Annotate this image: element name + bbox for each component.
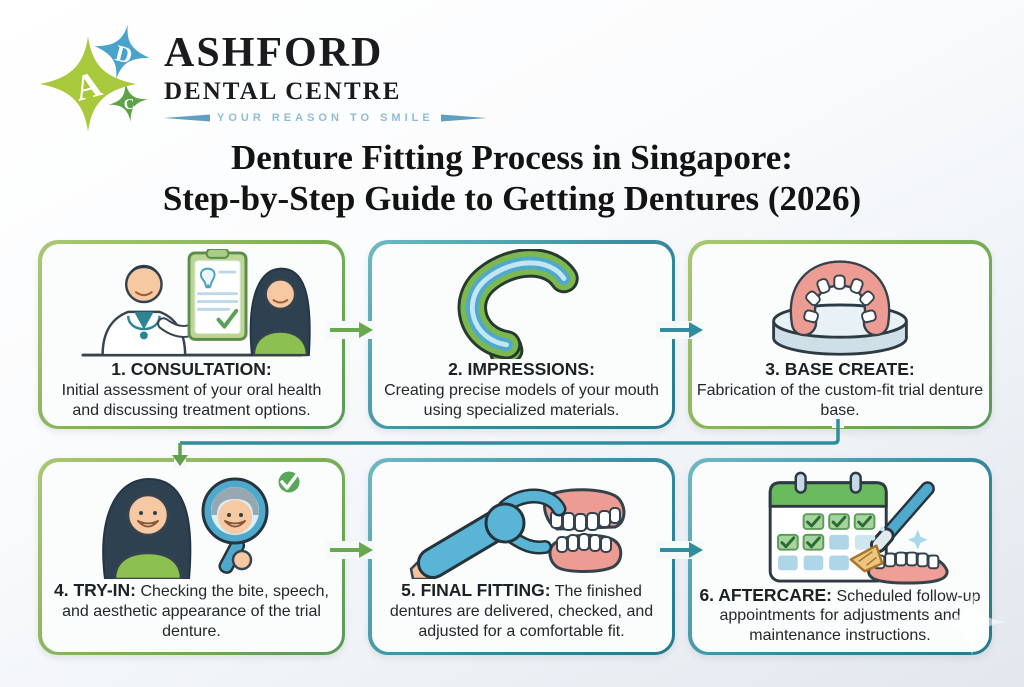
step-description: Fabrication of the custom-fit trial dent… [696, 382, 984, 420]
page-title: Denture Fitting Process in Singapore: St… [0, 138, 1024, 219]
step-heading: 1. CONSULTATION: [111, 358, 272, 379]
step-box-impressions: 2. IMPRESSIONS: Creating precise models o… [368, 240, 675, 429]
step-heading: 2. IMPRESSIONS: [448, 358, 595, 379]
step-description: Scheduled follow-up appointments for adj… [719, 587, 981, 645]
mirror-try-in-illustration [75, 467, 309, 579]
denture-base-illustration [740, 249, 940, 359]
step-description: Creating precise models of your mouth us… [384, 382, 659, 420]
step-text-base-create: 3. BASE CREATE: Fabrication of the custom… [696, 359, 984, 421]
tagline-right-flourish-icon [440, 114, 487, 122]
calendar-brush-illustration [723, 467, 957, 585]
brand-text: ASHFORD DENTAL CENTRE YOUR REASON TO SMI… [164, 22, 487, 124]
connector-step3-to-step4-icon [172, 416, 844, 468]
step-description: Checking the bite, speech, and aesthetic… [62, 583, 329, 640]
step-text-aftercare: 6. AFTERCARE: Scheduled follow-up appoin… [696, 585, 984, 646]
brand-tagline: YOUR REASON TO SMILE [217, 112, 434, 124]
arrow-step4-to-step5-icon [326, 541, 374, 559]
monogram-letter-c: C [123, 96, 136, 113]
page-title-line1: Denture Fitting Process in Singapore: [231, 138, 793, 177]
watermark-sparkle-icon [937, 587, 1007, 657]
step-box-final-fitting: 5. FINAL FITTING: The finished dentures … [368, 458, 675, 655]
arrow-step5-to-step6-icon [656, 541, 704, 559]
monogram-letter-d: D [113, 40, 135, 68]
brand-name-top: ASHFORD [164, 30, 384, 76]
gloved-hand-denture-illustration [405, 467, 639, 579]
tagline-left-flourish-icon [164, 114, 210, 122]
step-text-impressions: 2. IMPRESSIONS: Creating precise models o… [378, 359, 666, 421]
brand-logo: A D C ASHFORD DENTAL CENTRE YOUR REASON … [36, 22, 487, 136]
arrow-step1-to-step2-icon [326, 321, 374, 339]
step-heading: 5. FINAL FITTING: [401, 580, 551, 601]
step-description: Initial assessment of your oral health a… [61, 382, 322, 420]
step-description: The finished dentures are delivered, che… [389, 583, 654, 640]
step-box-base-create: 3. BASE CREATE: Fabrication of the custom… [688, 240, 992, 429]
dentist-consultation-illustration [67, 248, 317, 359]
brand-tagline-row: YOUR REASON TO SMILE [164, 112, 487, 124]
step-box-aftercare: 6. AFTERCARE: Scheduled follow-up appoin… [688, 458, 992, 655]
step-text-final-fitting: 5. FINAL FITTING: The finished dentures … [378, 580, 666, 641]
page-title-line2: Step-by-Step Guide to Getting Dentures (… [162, 178, 862, 218]
logo-sparkle-mark-icon: A D C [40, 24, 150, 132]
step-text-try-in: 4. TRY-IN: Checking the bite, speech, an… [48, 580, 336, 641]
step-box-consultation: 1. CONSULTATION: Initial assessment of yo… [38, 240, 345, 429]
step-heading: 4. TRY-IN: [53, 580, 136, 601]
impression-tray-illustration [434, 248, 610, 359]
step-box-try-in: 4. TRY-IN: Checking the bite, speech, an… [38, 458, 345, 655]
arrow-step2-to-step3-icon [656, 321, 704, 339]
step-heading: 6. AFTERCARE: [699, 584, 832, 605]
step-text-consultation: 1. CONSULTATION: Initial assessment of yo… [48, 359, 336, 421]
step-heading: 3. BASE CREATE: [765, 358, 915, 379]
brand-name-bottom: DENTAL CENTRE [164, 78, 402, 105]
